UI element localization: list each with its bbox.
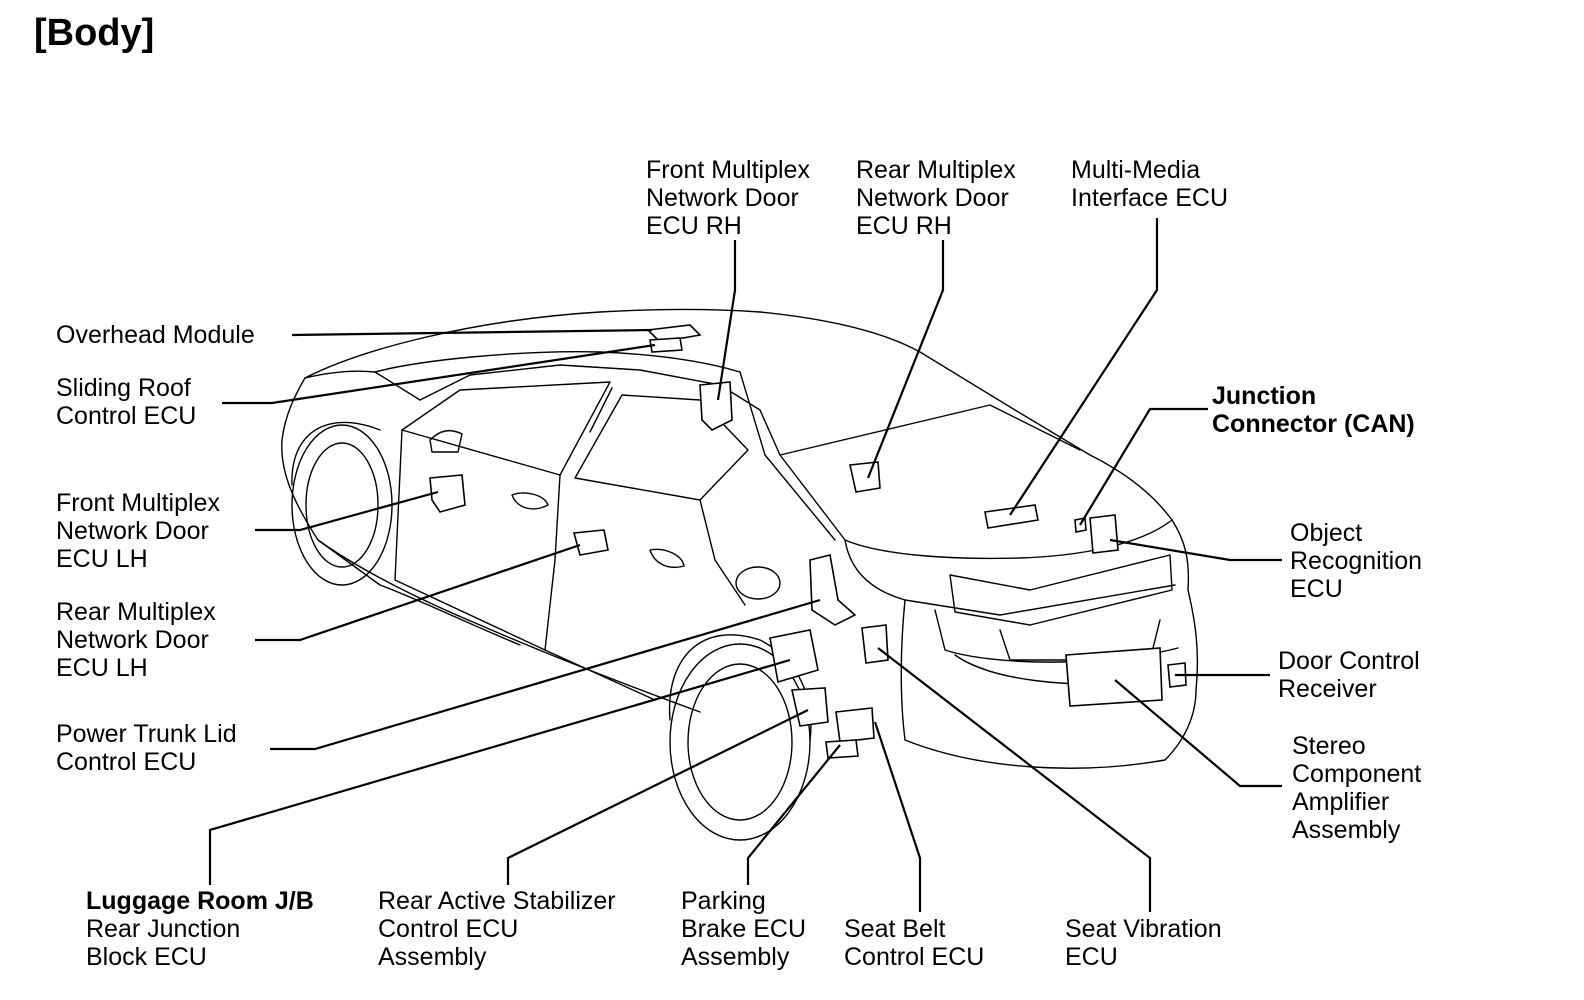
leader-rear-mpx-lh — [255, 543, 581, 642]
leader-sliding-roof — [222, 343, 656, 405]
leader-seat-belt — [873, 721, 922, 912]
car-outline — [281, 308, 1199, 841]
stereo-amplifier-shape — [1065, 647, 1163, 707]
leader-junction-can — [1079, 407, 1208, 526]
rear-door-ecu-lh-shape — [572, 529, 609, 556]
leader-rear-stabilizer — [506, 709, 809, 885]
power-trunk-ecu-shape — [809, 554, 857, 626]
rear-stabilizer-ecu-shape — [791, 687, 829, 727]
multimedia-ecu-shape — [984, 504, 1039, 529]
ecu-components — [429, 324, 1187, 759]
leader-object-recog — [1109, 538, 1282, 562]
leader-power-trunk — [270, 598, 821, 751]
label-overhead-module: Overhead Module — [56, 321, 255, 349]
leader-seat-vibration — [877, 647, 1152, 912]
leader-lines — [208, 218, 1282, 912]
page-title: [Body] — [34, 12, 155, 54]
leader-luggage-jb — [208, 658, 791, 885]
rear-door-ecu-rh-shape — [849, 461, 881, 493]
leader-front-mpx-lh — [255, 490, 439, 532]
front-door-ecu-lh-shape — [429, 474, 466, 513]
leader-front-mpx-rh — [716, 240, 737, 401]
leader-parking-brake — [746, 744, 841, 885]
luggage-jb-shape — [769, 629, 819, 684]
leader-overhead — [291, 328, 653, 337]
leader-stereo — [1114, 679, 1282, 788]
parking-brake-ecu-shape — [835, 707, 875, 743]
object-recognition-ecu-shape — [1089, 514, 1119, 554]
front-door-ecu-rh-shape — [699, 381, 733, 431]
overhead-module-shape — [646, 324, 702, 343]
leader-multimedia — [1009, 218, 1159, 516]
seat-vibration-ecu-shape — [861, 624, 889, 664]
leader-rear-mpx-rh — [866, 240, 945, 479]
sliding-roof-ecu-shape — [649, 337, 683, 353]
